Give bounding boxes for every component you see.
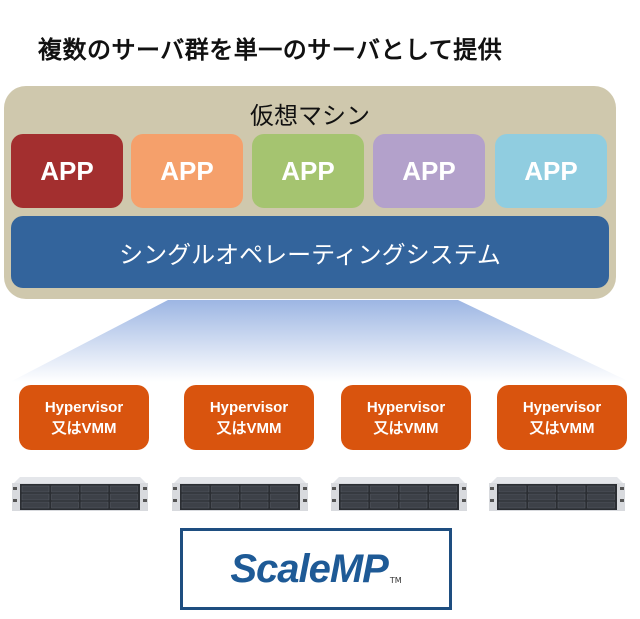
diagram-title: 複数のサーバ群を単一のサーバとして提供 (38, 36, 503, 64)
hypervisor-box: Hypervisor 又はVMM (341, 385, 471, 450)
virtual-machine-label: 仮想マシン (250, 102, 370, 130)
rack-server-icon (331, 477, 467, 511)
scalemp-logo: ScaleMP TM (180, 528, 452, 610)
vmm-label: 又はVMM (51, 419, 117, 437)
app-box: APP (252, 134, 364, 208)
app-box: APP (373, 134, 485, 208)
hypervisor-box: Hypervisor 又はVMM (184, 385, 314, 450)
vmm-label: 又はVMM (373, 419, 439, 437)
hypervisor-label: Hypervisor (44, 398, 124, 416)
logo-text: ScaleMP (230, 546, 389, 591)
app-box: APP (11, 134, 123, 208)
trademark-mark: TM (389, 576, 402, 585)
vmm-label: 又はVMM (216, 419, 282, 437)
hypervisor-label: Hypervisor (366, 398, 446, 416)
hypervisor-box: Hypervisor 又はVMM (497, 385, 627, 450)
virtual-machine-box: 仮想マシン APP APP APP APP APP シングルオペレーティングシス… (4, 86, 616, 299)
app-box: APP (131, 134, 243, 208)
single-os-bar: シングルオペレーティングシステム (11, 216, 609, 288)
hypervisor-box: Hypervisor 又はVMM (19, 385, 149, 450)
vmm-label: 又はVMM (529, 419, 595, 437)
rack-server-icon (12, 477, 148, 511)
app-box: APP (495, 134, 607, 208)
hypervisor-label: Hypervisor (522, 398, 602, 416)
hypervisor-label: Hypervisor (209, 398, 289, 416)
rack-server-icon (172, 477, 308, 511)
projection-beam (10, 300, 630, 382)
rack-server-icon (489, 477, 625, 511)
